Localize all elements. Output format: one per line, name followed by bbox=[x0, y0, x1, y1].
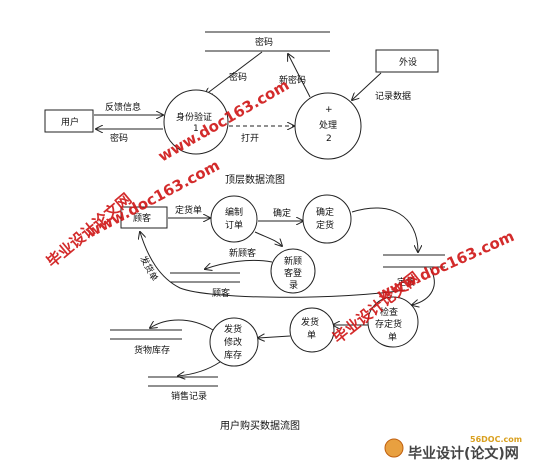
process-compile-order bbox=[210, 195, 258, 243]
flow-register-to-store bbox=[205, 259, 273, 269]
process-register-label-1: 新顾 bbox=[284, 255, 302, 267]
flow-modify-to-sales bbox=[178, 361, 221, 376]
store-sales: 销售记录 bbox=[148, 376, 218, 402]
entity-customer-label: 顾客 bbox=[133, 212, 151, 224]
watermark-url-3: www.doc163.com bbox=[374, 227, 517, 304]
process-confirm-order bbox=[302, 194, 352, 244]
flow-record-data bbox=[352, 72, 382, 100]
flow-confirm-to-store bbox=[351, 207, 418, 252]
store-password-label: 密码 bbox=[255, 36, 273, 48]
logo-emblem-icon bbox=[384, 438, 404, 458]
logo-domain: 56DOC.com bbox=[470, 435, 522, 444]
process-handle-plus: + bbox=[325, 105, 333, 115]
flow-confirm-label: 确定 bbox=[273, 207, 291, 219]
process-ship-label-1: 发货 bbox=[301, 316, 319, 328]
process-modify-label-3: 库存 bbox=[224, 349, 242, 361]
process-modify-label-2: 修改 bbox=[224, 336, 242, 348]
bottom-caption: 用户购买数据流图 bbox=[220, 419, 300, 432]
process-auth bbox=[163, 89, 229, 155]
flow-ship-to-modify bbox=[258, 336, 291, 338]
store-inventory: 货物库存 bbox=[110, 329, 182, 356]
process-handle-number: 2 bbox=[326, 134, 332, 144]
flow-store-to-check bbox=[412, 267, 435, 305]
flow-password-down-label: 密码 bbox=[229, 71, 247, 83]
process-confirm-label-1: 确定 bbox=[316, 206, 334, 218]
flow-open-label: 打开 bbox=[241, 132, 259, 144]
purchase-dfd: 顾客 定货单 编制 订单 确定 确定 定货 新顾客 新顾 客登 录 顾客 bbox=[110, 194, 445, 432]
flow-handle-to-store bbox=[288, 54, 311, 98]
entity-device-label: 外设 bbox=[399, 56, 417, 68]
flow-new-password-label: 新密码 bbox=[279, 74, 306, 86]
process-modify-stock bbox=[209, 317, 259, 367]
entity-device bbox=[375, 49, 439, 73]
process-check-label-3: 单 bbox=[388, 331, 397, 343]
entity-user-label: 用户 bbox=[61, 116, 79, 128]
process-handle bbox=[294, 92, 362, 160]
store-customer-label: 顾客 bbox=[212, 287, 230, 299]
process-check-label-1: 检查 bbox=[380, 306, 398, 318]
top-caption: 顶层数据流图 bbox=[225, 173, 285, 186]
flow-store-to-auth bbox=[205, 51, 263, 95]
top-level-dfd: 密码 密码 新密码 用户 反馈信息 密码 身份验证 1 打开 + 处理 2 外设 bbox=[44, 31, 439, 186]
flow-ship-to-customer bbox=[140, 232, 406, 298]
store-order: 定货 bbox=[383, 254, 445, 288]
process-modify-label-1: 发货 bbox=[224, 323, 242, 335]
flow-order-label: 定货单 bbox=[175, 204, 202, 216]
store-order-label: 定货 bbox=[397, 276, 415, 288]
process-ship-order bbox=[289, 307, 335, 353]
store-password: 密码 bbox=[205, 31, 330, 52]
process-compile-label-2: 订单 bbox=[225, 219, 243, 231]
process-auth-label: 身份验证 bbox=[176, 111, 212, 123]
process-register-customer bbox=[270, 248, 316, 294]
process-auth-number: 1 bbox=[193, 124, 199, 134]
store-customer: 顾客 bbox=[170, 272, 240, 299]
flow-feedback-label: 反馈信息 bbox=[105, 101, 141, 113]
store-inventory-label: 货物库存 bbox=[134, 344, 170, 356]
process-compile-label-1: 编制 bbox=[225, 206, 243, 218]
process-handle-label: 处理 bbox=[319, 119, 337, 131]
flow-record-data-label: 记录数据 bbox=[375, 90, 411, 102]
entity-customer bbox=[120, 206, 168, 229]
process-ship-label-2: 单 bbox=[307, 329, 316, 341]
process-register-label-2: 客登 bbox=[284, 267, 302, 279]
watermark-url-1: www.doc163.com bbox=[83, 156, 222, 241]
entity-user bbox=[44, 109, 94, 133]
flow-new-customer-label: 新顾客 bbox=[229, 247, 256, 259]
site-logo: 56DOC.com 毕业设计(论文)网 bbox=[384, 435, 522, 462]
process-register-label-3: 录 bbox=[289, 280, 298, 291]
process-check-stock bbox=[367, 296, 419, 348]
flow-password-label: 密码 bbox=[110, 132, 128, 144]
store-sales-label: 销售记录 bbox=[171, 390, 207, 402]
logo-text: 毕业设计(论文)网 bbox=[408, 445, 519, 462]
flow-new-customer-edge bbox=[254, 231, 282, 246]
process-confirm-label-2: 定货 bbox=[316, 219, 334, 231]
process-check-label-2: 存定货 bbox=[375, 318, 402, 330]
flow-modify-to-inventory bbox=[150, 319, 214, 331]
